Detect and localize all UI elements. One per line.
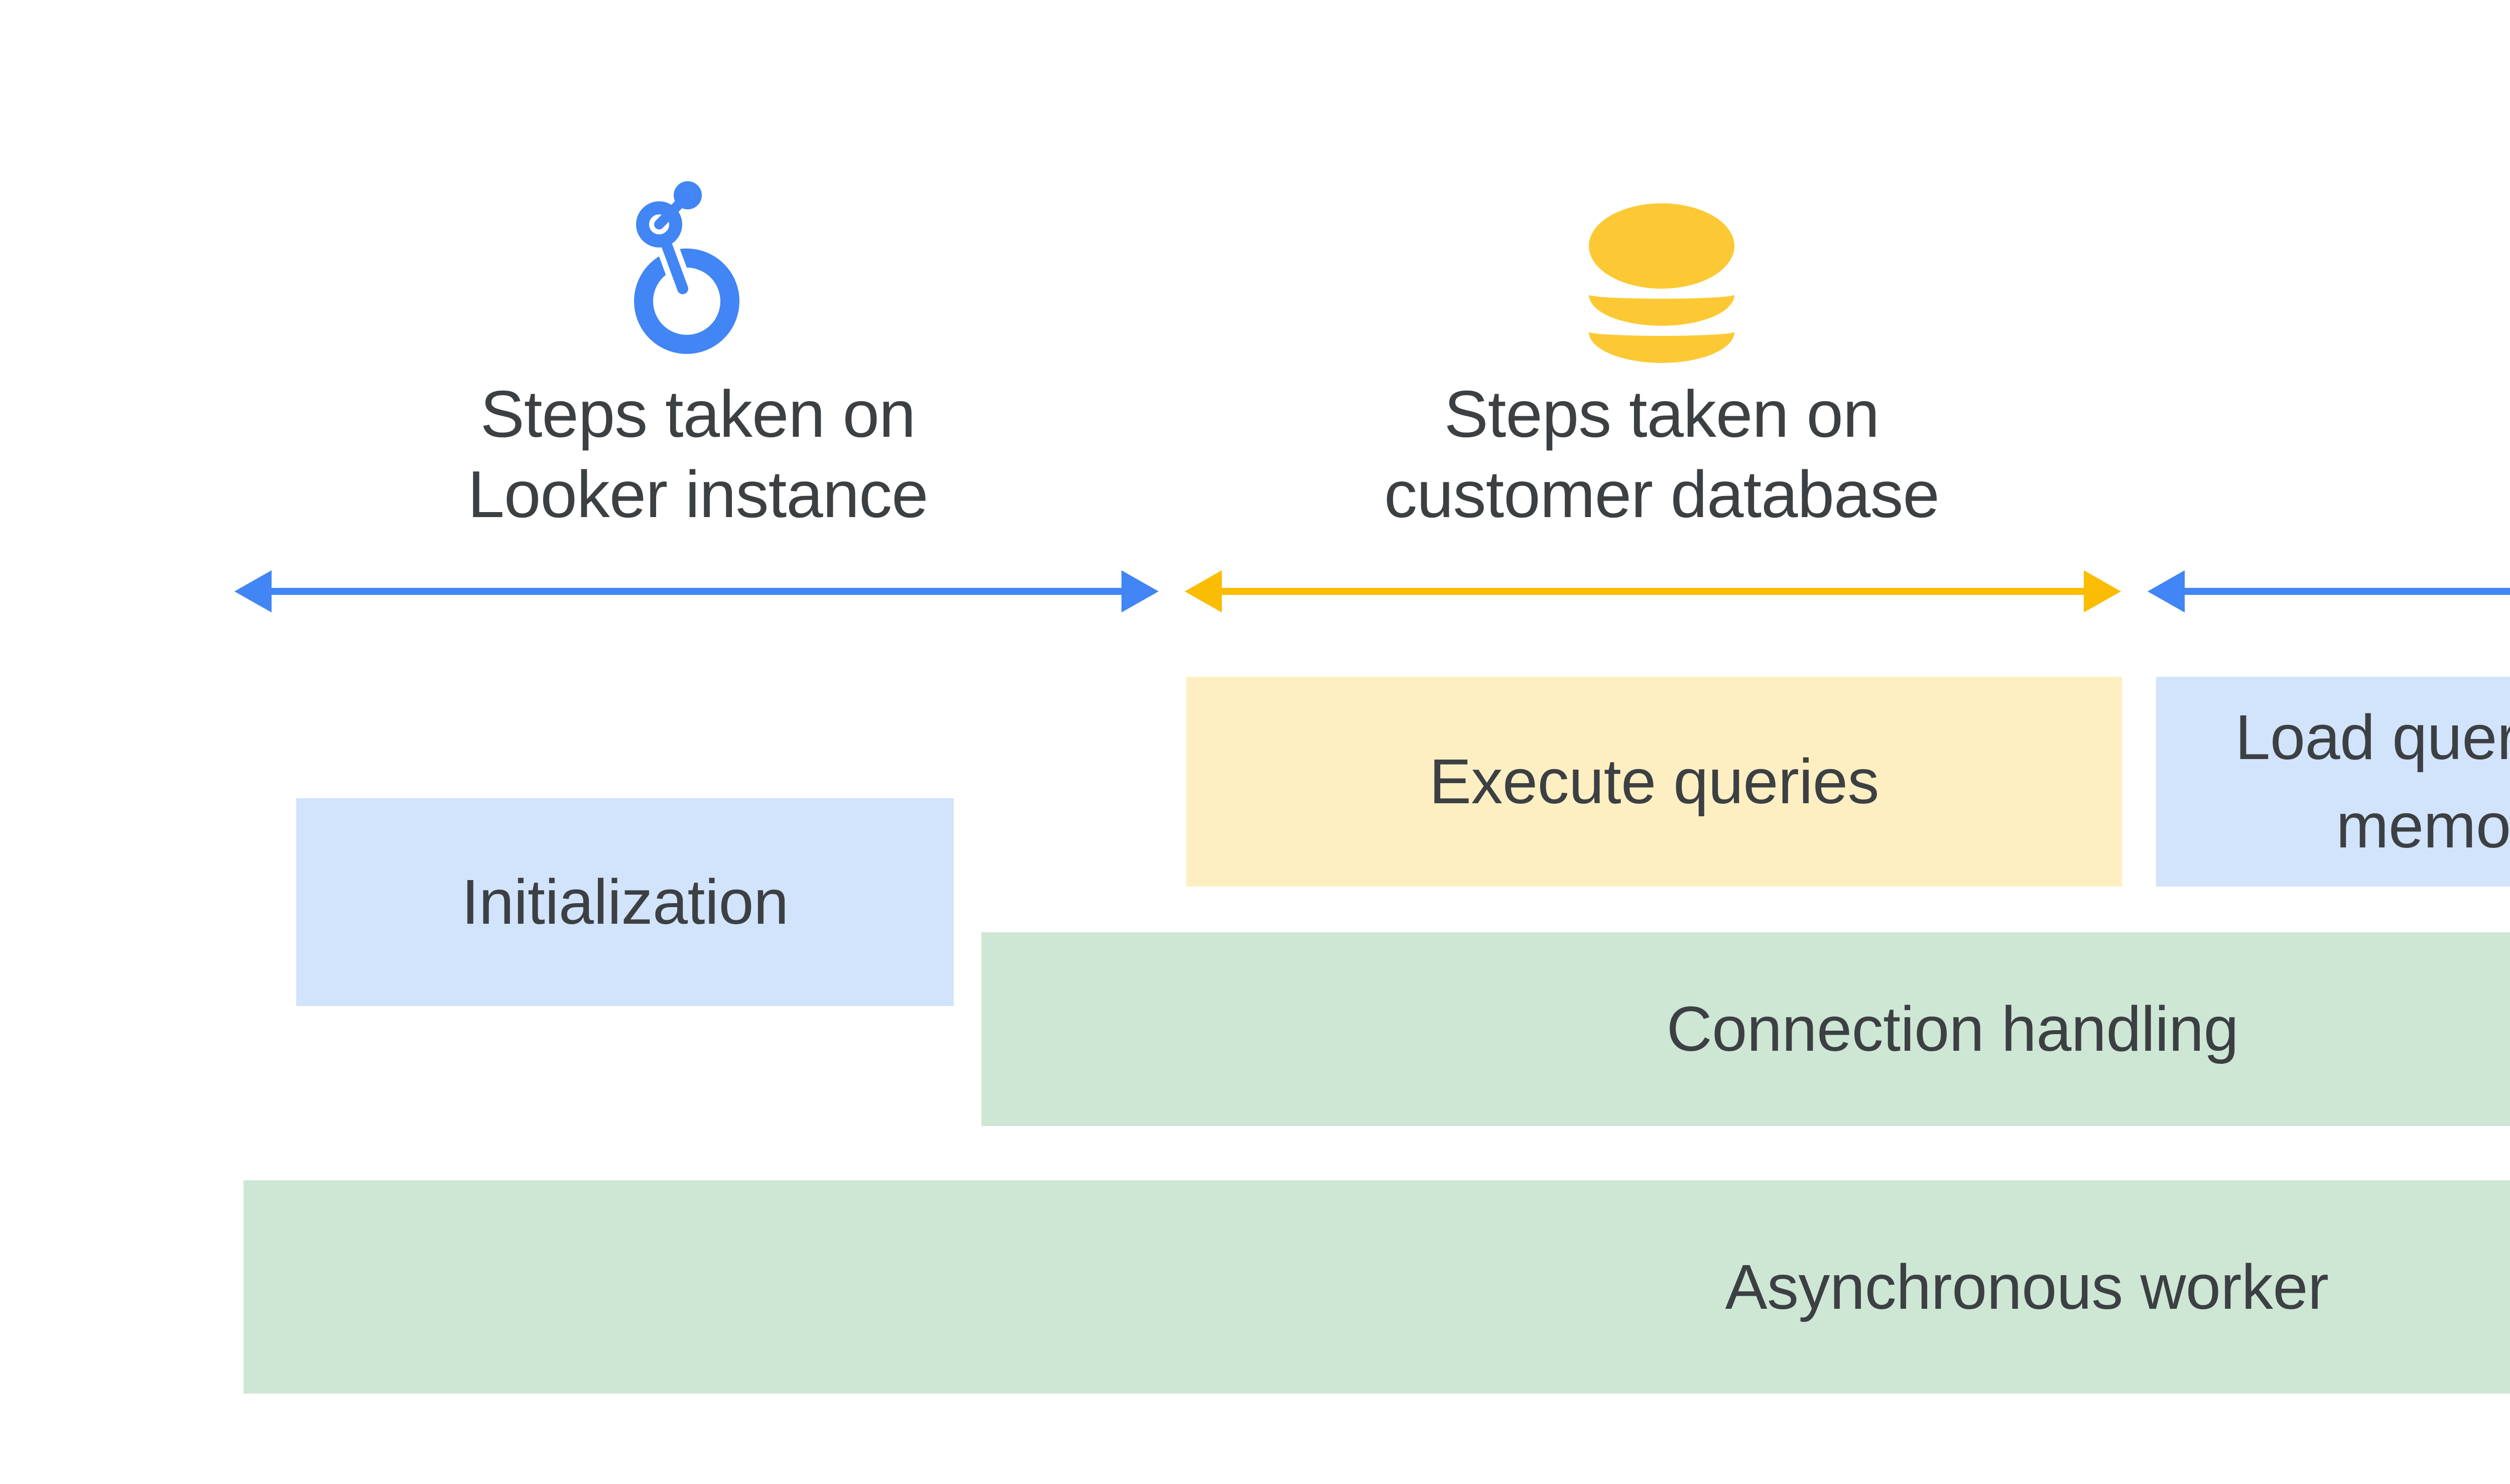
section-label-line: Looker instance bbox=[467, 457, 929, 531]
database-icon bbox=[1589, 203, 1734, 363]
double-arrow-customer-database bbox=[1185, 570, 2121, 612]
load-queries-in-memory-box: Load queries in memory bbox=[2156, 677, 2510, 887]
section-label-line: customer database bbox=[1384, 457, 1940, 531]
connection-handling-box: Connection handling bbox=[981, 932, 2510, 1126]
execute-queries-box: Execute queries bbox=[1186, 677, 2122, 887]
double-arrow-looker-left bbox=[234, 570, 1159, 612]
load-queries-in-memory-label: Load queries in memory bbox=[2235, 702, 2510, 861]
connection-handling-label: Connection handling bbox=[1666, 994, 2239, 1064]
section-label-line: Steps taken on bbox=[480, 377, 916, 451]
section-label-line: Steps taken on bbox=[1444, 377, 1880, 451]
looker-icon bbox=[634, 181, 739, 354]
section-label-looker-instance-left: Steps taken on Looker instance bbox=[246, 374, 1150, 535]
initialization-label: Initialization bbox=[461, 867, 789, 937]
double-arrow-looker-right bbox=[2148, 570, 2510, 612]
asynchronous-worker-box: Asynchronous worker bbox=[243, 1180, 2510, 1394]
asynchronous-worker-label: Asynchronous worker bbox=[1725, 1251, 2329, 1322]
section-label-customer-database: Steps taken on customer database bbox=[1210, 374, 2113, 535]
execute-queries-label: Execute queries bbox=[1429, 746, 1879, 817]
initialization-box: Initialization bbox=[296, 798, 954, 1006]
